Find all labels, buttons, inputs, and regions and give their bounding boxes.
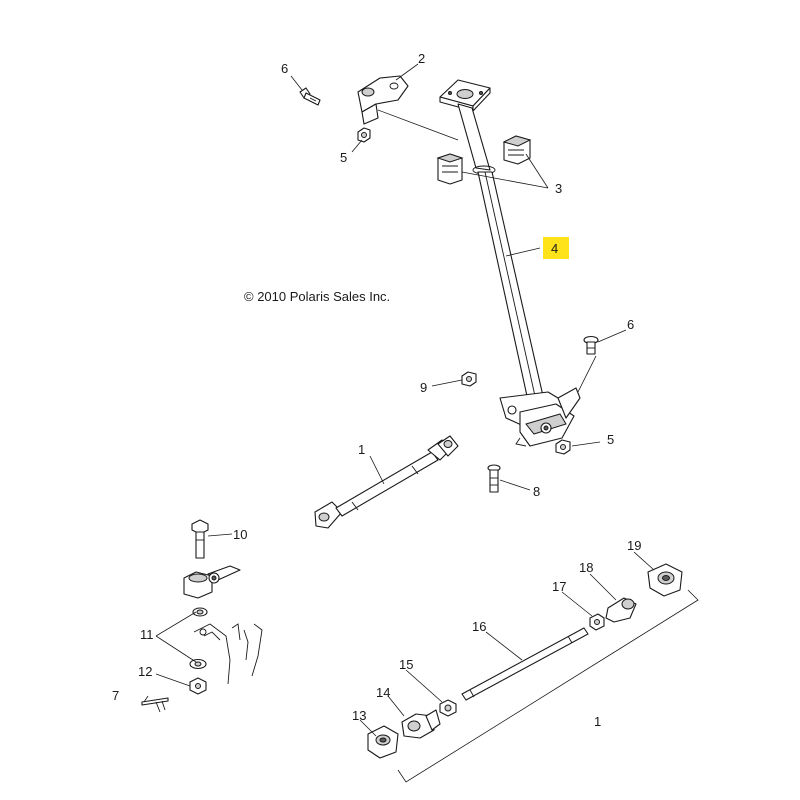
nut-9 (461, 371, 477, 387)
bolt-8 (487, 464, 501, 493)
lower-left-linkage (141, 565, 263, 713)
nut-mid (555, 439, 571, 455)
callout-5-top: 5 (340, 150, 347, 165)
callout-2: 2 (418, 51, 425, 66)
nut-top (357, 127, 371, 143)
bushing-left (436, 153, 464, 185)
callout-4-highlight (543, 237, 569, 259)
callout-labels: 2 6 5 3 4 6 9 5 1 8 10 19 18 17 16 11 12… (112, 51, 641, 729)
callout-5-mid: 5 (607, 432, 614, 447)
callout-1-lower: 1 (594, 714, 601, 729)
steering-post (439, 79, 581, 447)
upper-bracket (357, 75, 409, 125)
callout-6-mid: 6 (627, 317, 634, 332)
callout-19: 19 (627, 538, 641, 553)
tie-rod-upper (314, 435, 459, 529)
callout-16: 16 (472, 619, 486, 634)
callout-3: 3 (555, 181, 562, 196)
svg-text:© 2010 Polaris Sales Inc.: © 2010 Polaris Sales Inc. (244, 289, 390, 304)
bushing-right (502, 135, 532, 165)
callout-11: 11 (140, 627, 154, 642)
callout-6-top: 6 (281, 61, 288, 76)
callout-1-upper: 1 (358, 442, 365, 457)
callout-12: 12 (138, 664, 152, 679)
bolt-mid (583, 335, 599, 355)
callout-14: 14 (376, 685, 390, 700)
bolt-10 (191, 519, 209, 559)
callout-18: 18 (579, 560, 593, 575)
callout-13: 13 (352, 708, 366, 723)
callout-15: 15 (399, 657, 413, 672)
copyright-notice: © 2010 Polaris Sales Inc. (244, 289, 390, 304)
callout-7: 7 (112, 688, 119, 703)
callout-4: 4 (551, 241, 558, 256)
callout-17: 17 (552, 579, 566, 594)
callout-8: 8 (533, 484, 540, 499)
bolt-top (299, 87, 321, 106)
callout-9: 9 (420, 380, 427, 395)
leader-lines (143, 63, 699, 783)
callout-10: 10 (233, 527, 247, 542)
tie-rod-lower (367, 563, 683, 759)
